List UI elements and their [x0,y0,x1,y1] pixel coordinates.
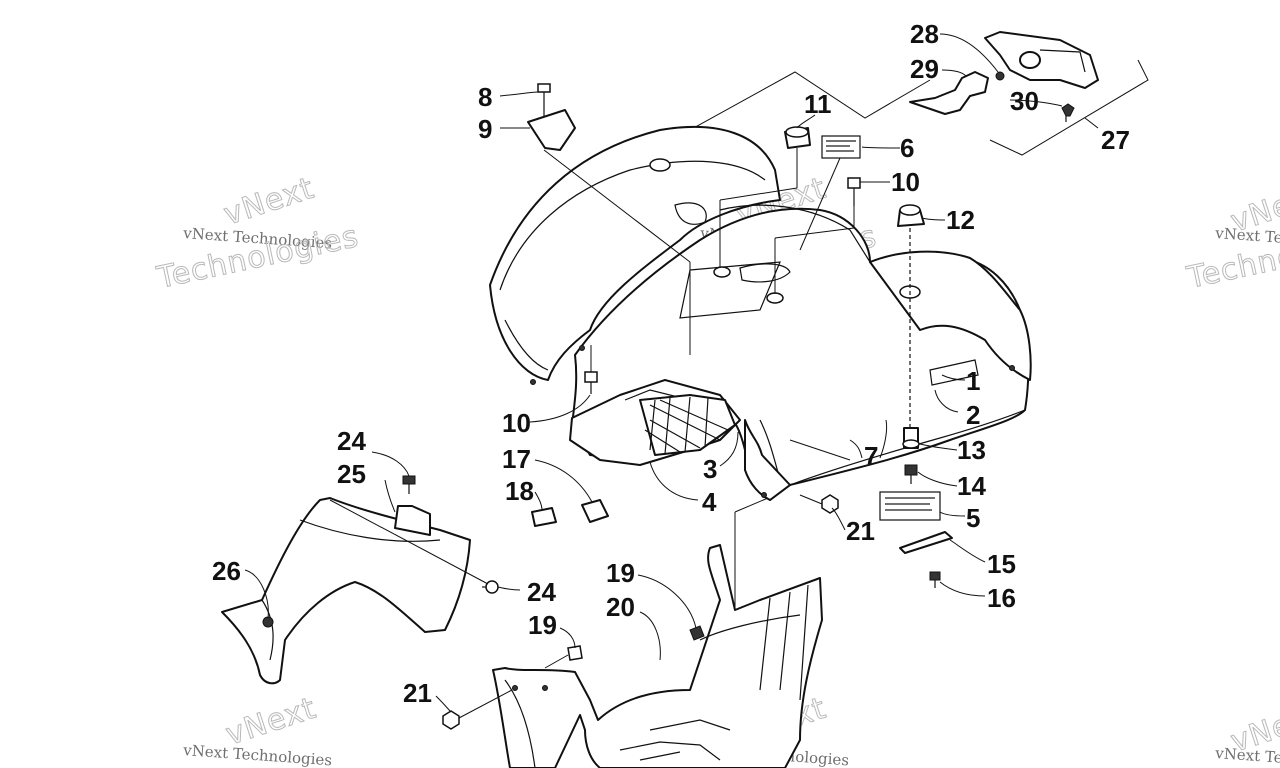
callout-10-lower: 10 [502,408,531,438]
watermark-right: vNext vNext Technologies Technologies [1183,177,1280,296]
watermark-text: vNext Technologies [1214,744,1280,768]
callout-16: 16 [987,583,1016,613]
watermark-text: vNext Technologies [182,741,333,768]
rear-fender [489,126,1032,501]
callout-30: 30 [1010,86,1039,116]
leader-lines [244,33,1099,719]
callout-21-upper: 21 [846,516,875,546]
callouts: 8 9 11 6 10 12 28 29 30 27 1 2 10 13 7 3… [212,19,1130,708]
callout-26: 26 [212,556,241,586]
callout-15: 15 [987,549,1016,579]
callout-4: 4 [702,487,717,517]
callout-1: 1 [966,366,980,396]
callout-2: 2 [966,400,980,430]
watermark-left: vNext vNext Technologies Technologies [153,170,363,296]
watermark-vnext: vNext [220,171,319,233]
callout-12: 12 [946,205,975,235]
callout-13: 13 [957,435,986,465]
callout-20: 20 [606,592,635,622]
watermark-vnext: vNext [222,691,321,753]
callout-3: 3 [703,454,717,484]
callout-29: 29 [910,54,939,84]
callout-18: 18 [505,476,534,506]
taillight [909,31,1099,117]
callout-17: 17 [502,444,531,474]
callout-6: 6 [900,133,914,163]
callout-14: 14 [957,471,986,501]
callout-25: 25 [337,459,366,489]
callout-7: 7 [864,441,878,471]
watermark-bottom-right: vNext vNext Technologies [1214,697,1280,768]
left-footwell [221,497,471,685]
assembly-bracket-lines [689,59,1149,156]
callout-19-lower: 19 [528,610,557,640]
callout-9: 9 [478,114,492,144]
right-footwell [492,544,823,768]
callout-24-side: 24 [527,577,556,607]
callout-24-top: 24 [337,426,366,456]
callout-28: 28 [910,19,939,49]
callout-21-lower: 21 [403,678,432,708]
callout-10-top: 10 [891,167,920,197]
callout-8: 8 [478,82,492,112]
callout-27: 27 [1101,125,1130,155]
callout-19-upper: 19 [606,558,635,588]
hardware [262,83,1067,730]
callout-11: 11 [804,89,832,119]
callout-5: 5 [966,503,980,533]
decals [821,135,953,554]
watermark-bottom-left: vNext vNext Technologies [182,690,333,768]
